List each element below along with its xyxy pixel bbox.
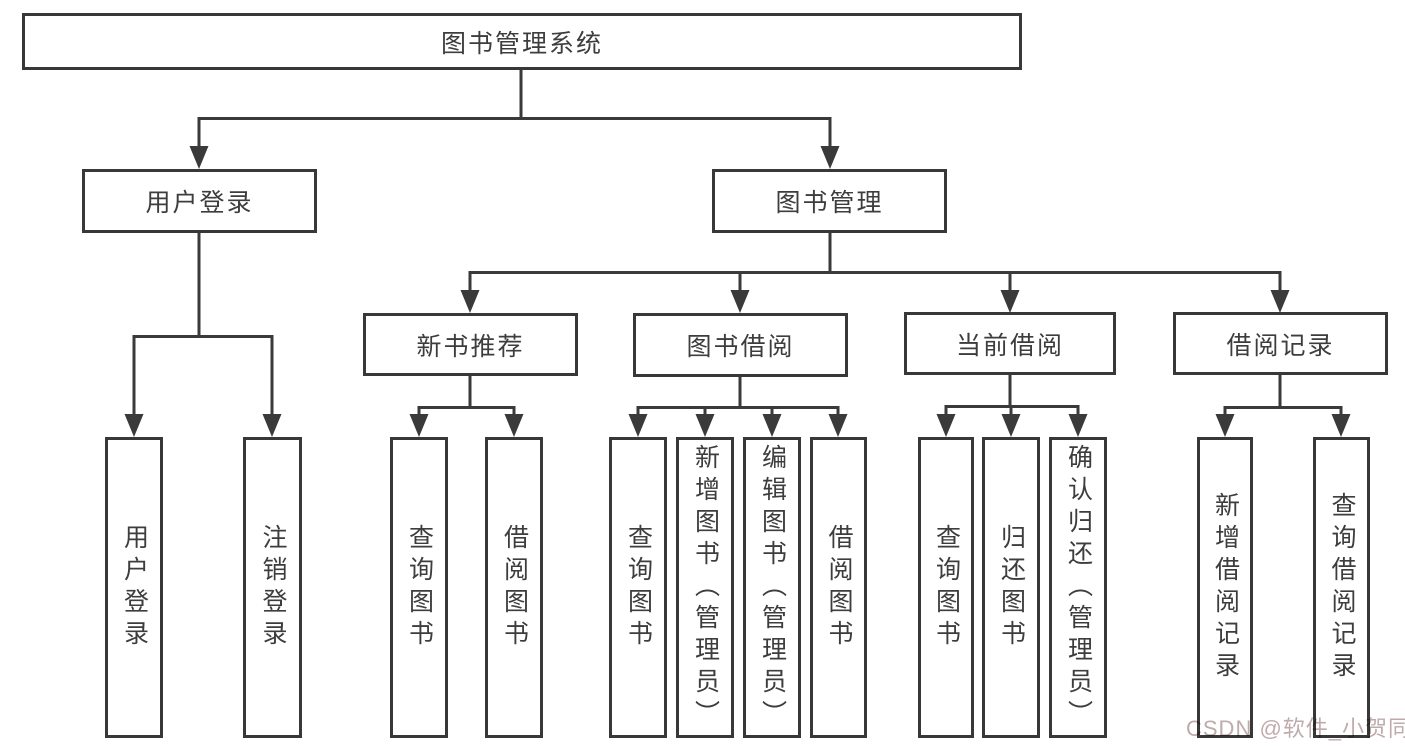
node-borrow-records: 借阅记录: [1173, 312, 1388, 375]
node-book-borrow: 图书借阅: [633, 313, 848, 377]
leaf-confirm-return-admin-label: 确认归还（管理员）: [1064, 443, 1093, 732]
leaf-query-books-current-label: 查询图书: [932, 523, 961, 652]
leaf-add-books-admin-label: 新增图书（管理员）: [691, 443, 720, 732]
leaf-edit-books-admin-label: 编辑图书（管理员）: [758, 443, 787, 732]
node-root-label: 图书管理系统: [440, 29, 603, 58]
node-book-management: 图书管理: [712, 169, 947, 233]
node-borrow-records-label: 借阅记录: [1226, 331, 1335, 360]
leaf-query-books-borrow: 查询图书: [609, 437, 667, 738]
leaf-borrow-books-newbook-label: 借阅图书: [500, 523, 529, 652]
node-user-login: 用户登录: [82, 169, 317, 233]
leaf-confirm-return-admin: 确认归还（管理员）: [1049, 437, 1107, 738]
node-root: 图书管理系统: [22, 13, 1022, 70]
leaf-return-books-label: 归还图书: [997, 523, 1026, 652]
node-book-management-label: 图书管理: [775, 189, 884, 217]
node-new-book-recommend: 新书推荐: [363, 313, 578, 376]
node-current-borrow-label: 当前借阅: [955, 331, 1064, 360]
leaf-query-books-newbook-label: 查询图书: [405, 523, 434, 652]
csdn-watermark: CSDN @软件_小贺同学: [1186, 716, 1405, 741]
leaf-borrow-books-newbook: 借阅图书: [485, 437, 543, 738]
leaf-query-books-newbook: 查询图书: [390, 437, 448, 738]
leaf-borrow-books-label: 借阅图书: [825, 523, 853, 652]
node-new-book-recommend-label: 新书推荐: [416, 332, 525, 361]
leaf-query-borrow-record-label: 查询借阅记录: [1328, 491, 1356, 684]
node-current-borrow: 当前借阅: [904, 312, 1116, 375]
leaf-borrow-books: 借阅图书: [810, 437, 867, 738]
leaf-add-books-admin: 新增图书（管理员）: [676, 437, 734, 738]
leaf-query-borrow-record: 查询借阅记录: [1313, 437, 1370, 738]
leaf-user-login: 用户登录: [105, 437, 163, 738]
leaf-query-books-borrow-label: 查询图书: [624, 523, 653, 652]
node-book-borrow-label: 图书借阅: [686, 333, 795, 361]
node-user-login-label: 用户登录: [145, 189, 254, 217]
leaf-query-books-current: 查询图书: [918, 437, 974, 738]
leaf-user-login-label: 用户登录: [120, 523, 149, 652]
leaf-edit-books-admin: 编辑图书（管理员）: [743, 437, 801, 738]
leaf-logout: 注销登录: [243, 437, 302, 738]
leaf-logout-label: 注销登录: [259, 523, 287, 652]
leaf-return-books: 归还图书: [982, 437, 1040, 738]
leaf-add-borrow-record-label: 新增借阅记录: [1211, 491, 1240, 684]
arrowheads: [124, 146, 1351, 437]
leaf-add-borrow-record: 新增借阅记录: [1197, 437, 1253, 738]
